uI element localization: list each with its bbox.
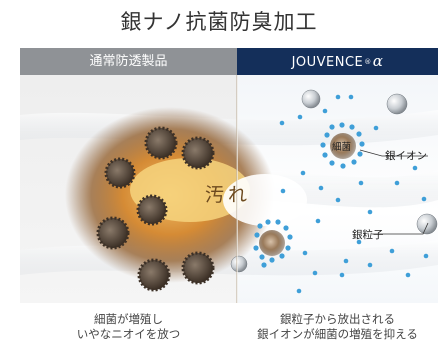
- jouvence-caption-line1: 銀粒子から放出される: [280, 312, 395, 326]
- stain-label: 汚れ: [205, 184, 252, 206]
- registered-mark: ®: [364, 58, 372, 66]
- alpha-symbol: α: [372, 52, 384, 70]
- silver-ion-label: 銀イオン: [385, 150, 427, 162]
- page-title: 銀ナノ抗菌防臭加工: [120, 10, 318, 34]
- fabric-illustration: [20, 89, 438, 294]
- panel-divider: [236, 75, 238, 303]
- label-leader-lines: [359, 149, 429, 235]
- brand-name: JOUVENCE: [291, 55, 364, 70]
- jouvence-caption-line2: 銀イオンが細菌の増殖を抑える: [257, 327, 418, 341]
- jouvence-caption: 銀粒子から放出される 銀イオンが細菌の増殖を抑える: [237, 312, 438, 342]
- conventional-caption: 細菌が増殖し いやなニオイを放つ: [20, 312, 237, 342]
- jouvence-alpha-header: JOUVENCE®α: [237, 48, 438, 75]
- conventional-caption-line2: いやなニオイを放つ: [76, 327, 181, 341]
- silver-ions: [253, 94, 429, 294]
- bacteria-label: 細菌: [332, 142, 352, 153]
- silver-particles: [230, 89, 438, 273]
- inhibited-bacteria: [259, 133, 356, 256]
- conventional-product-header: 通常防透製品: [20, 48, 237, 75]
- silver-particle-label: 銀粒子: [352, 229, 384, 241]
- conventional-caption-line1: 細菌が増殖し: [94, 312, 163, 326]
- bacteria-group: [96, 126, 215, 292]
